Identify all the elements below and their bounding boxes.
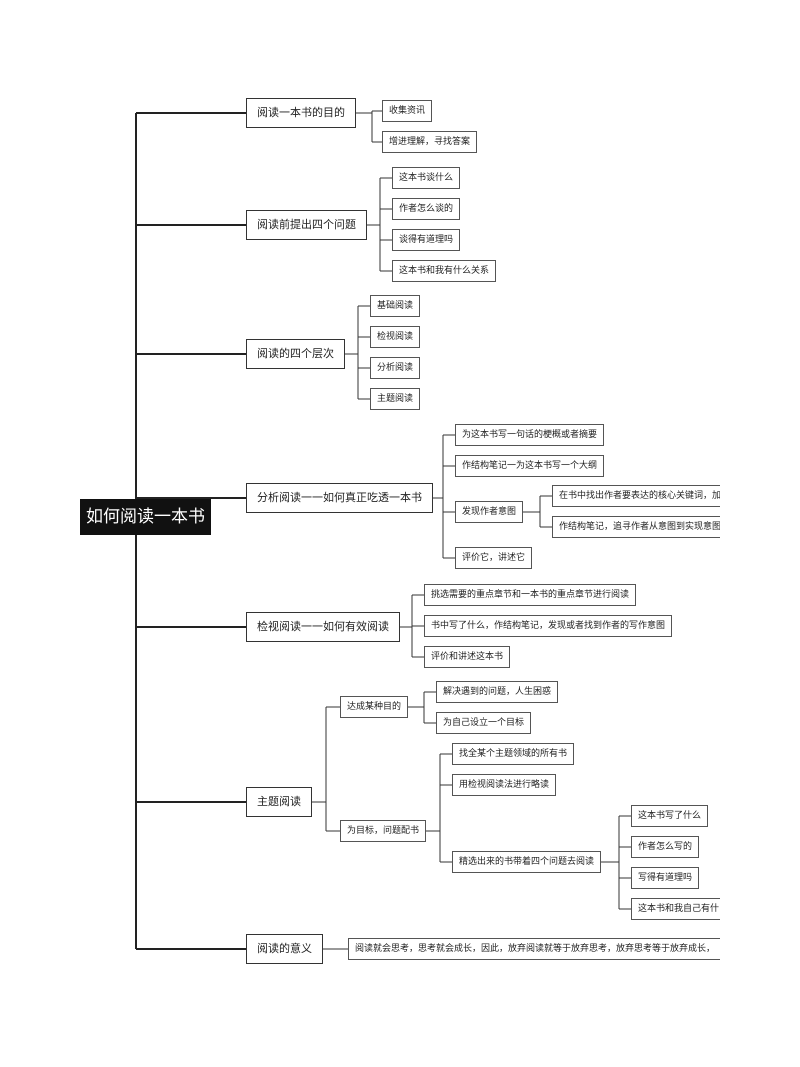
- section-four-levels: 阅读的四个层次: [246, 339, 345, 369]
- intent-item-1: 在书中找出作者要表达的核心关键词，加: [552, 485, 720, 507]
- four-question-3: 写得有道理吗: [631, 867, 700, 889]
- four-question-4: 这本书和我自己有什: [631, 898, 720, 920]
- question-item-1: 这本书谈什么: [392, 167, 461, 189]
- mind-map-canvas: 如何阅读一本书 阅读一本书的目的 收集资讯 增进理解，寻找答案 阅读前提出四个问…: [80, 98, 720, 964]
- question-item-2: 作者怎么谈的: [392, 198, 461, 220]
- root-node: 如何阅读一本书: [80, 499, 211, 535]
- goal-item-2: 为自己设立一个目标: [436, 712, 532, 734]
- section-meaning: 阅读的意义: [246, 934, 323, 964]
- goal-item-1: 解决遇到的问题，人生困惑: [436, 681, 559, 703]
- analytical-item-4: 评价它，讲述它: [455, 547, 533, 569]
- section-syntopical-reading: 主题阅读: [246, 787, 312, 817]
- level-item-3: 分析阅读: [370, 357, 421, 379]
- inspectional-item-1: 挑选需要的重点章节和一本书的重点章节进行阅读: [424, 584, 637, 606]
- inspectional-item-2: 书中写了什么，作结构笔记，发现或者找到作者的写作意图: [424, 615, 673, 637]
- question-item-4: 这本书和我有什么关系: [392, 260, 497, 282]
- meaning-item-1: 阅读就会思考，思考就会成长，因此，放弃阅读就等于放弃思考，放弃思考等于放弃成长，: [348, 938, 720, 960]
- match-item-3: 精选出来的书带着四个问题去阅读: [452, 851, 602, 873]
- level-item-4: 主题阅读: [370, 388, 421, 410]
- syntopical-match-books: 为目标，问题配书: [340, 820, 427, 842]
- four-question-2: 作者怎么写的: [631, 836, 700, 858]
- purpose-item-1: 收集资讯: [382, 100, 433, 122]
- analytical-item-2: 作结构笔记一为这本书写一个大纲: [455, 455, 605, 477]
- level-item-2: 检视阅读: [370, 326, 421, 348]
- section-four-questions: 阅读前提出四个问题: [246, 210, 367, 240]
- question-item-3: 谈得有道理吗: [392, 229, 461, 251]
- inspectional-item-3: 评价和讲述这本书: [424, 646, 511, 668]
- section-purpose: 阅读一本书的目的: [246, 98, 356, 128]
- match-item-2: 用检视阅读法进行略读: [452, 774, 557, 796]
- analytical-item-3: 发现作者意图: [455, 501, 524, 523]
- analytical-item-1: 为这本书写一句话的梗概或者摘要: [455, 424, 605, 446]
- match-item-1: 找全某个主题领域的所有书: [452, 743, 575, 765]
- four-question-1: 这本书写了什么: [631, 805, 709, 827]
- level-item-1: 基础阅读: [370, 295, 421, 317]
- section-analytical-reading: 分析阅读一一如何真正吃透一本书: [246, 483, 433, 513]
- section-inspectional-reading: 检视阅读一一如何有效阅读: [246, 612, 400, 642]
- purpose-item-2: 增进理解，寻找答案: [382, 131, 478, 153]
- syntopical-goal: 达成某种目的: [340, 696, 409, 718]
- intent-item-2: 作结构笔记，追寻作者从意图到实现意图: [552, 516, 720, 538]
